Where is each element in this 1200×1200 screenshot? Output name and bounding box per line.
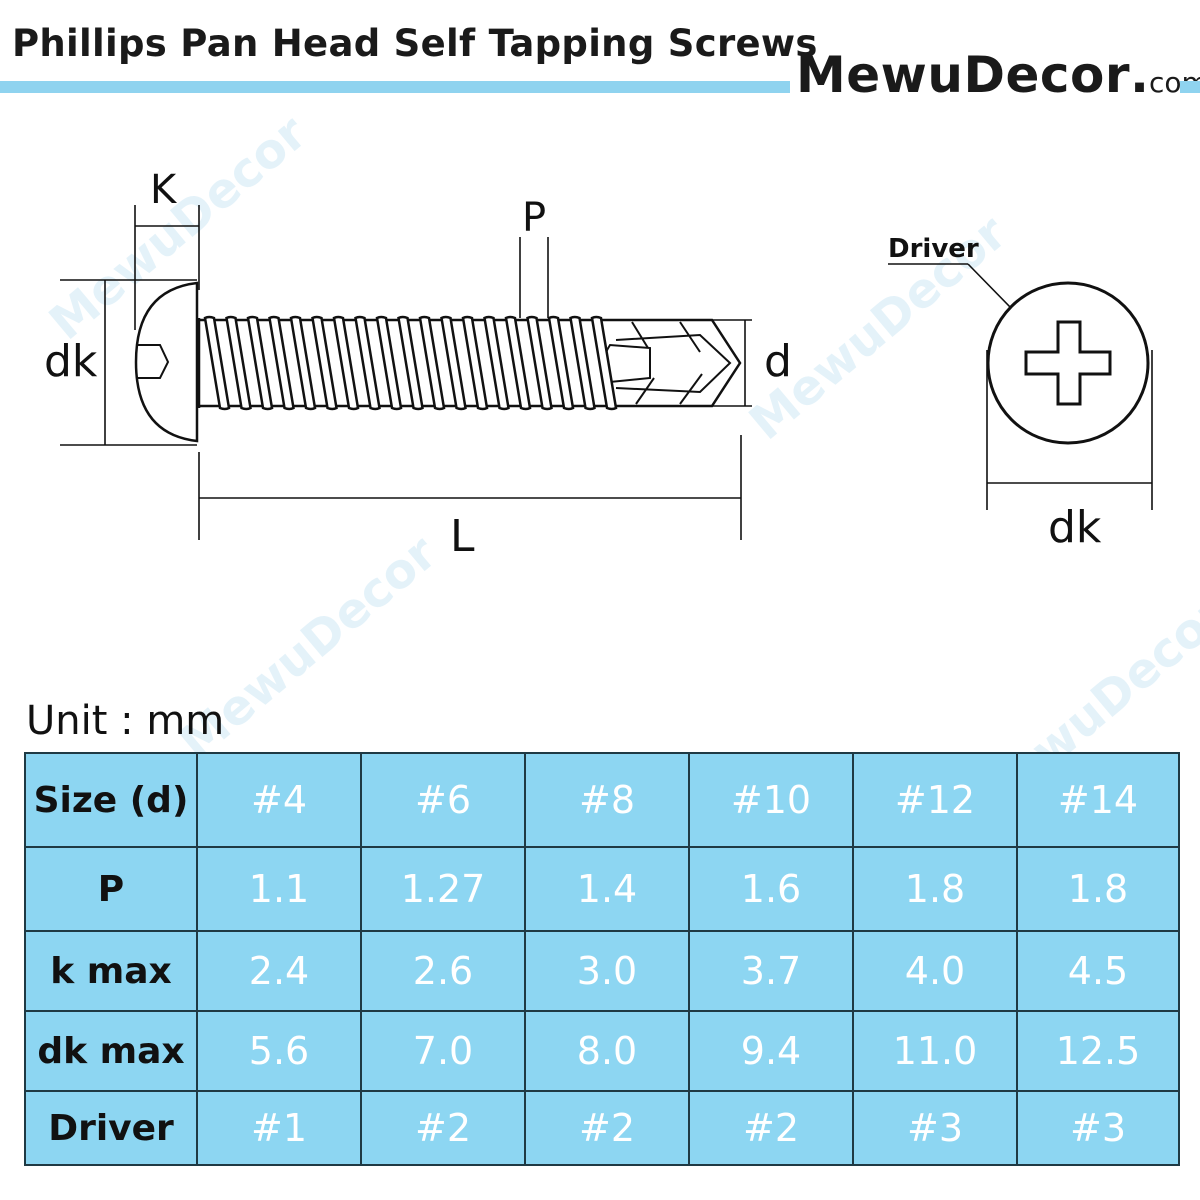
table-cell: #2 bbox=[688, 1090, 854, 1166]
thread-crest bbox=[418, 315, 446, 411]
row-header: k max bbox=[24, 930, 198, 1012]
title-underline bbox=[0, 81, 790, 93]
table-cell: #2 bbox=[360, 1090, 526, 1166]
thread-crest bbox=[332, 315, 360, 411]
table-cell: #14 bbox=[1016, 752, 1180, 848]
thread-crest bbox=[440, 315, 467, 411]
screw-threads bbox=[203, 315, 618, 411]
thread-crest bbox=[504, 315, 532, 411]
p-label: P bbox=[522, 195, 547, 241]
l-label: L bbox=[450, 511, 475, 562]
thread-crest bbox=[203, 315, 231, 411]
thread-crest bbox=[375, 315, 403, 411]
dk-side-label: dk bbox=[44, 336, 98, 387]
table-cell: 1.6 bbox=[688, 846, 854, 932]
table-cell: #2 bbox=[524, 1090, 690, 1166]
thread-crest bbox=[461, 315, 489, 411]
thread-crest bbox=[354, 315, 381, 411]
row-header: dk max bbox=[24, 1010, 198, 1092]
brand-logo: MewuDecor.com bbox=[796, 46, 1200, 104]
thread-crest bbox=[569, 315, 596, 411]
brand-dot: . bbox=[1130, 46, 1150, 104]
thread-crest bbox=[225, 315, 252, 411]
table-cell: 3.7 bbox=[688, 930, 854, 1012]
thread-crest bbox=[246, 315, 274, 411]
thread-crest bbox=[526, 315, 553, 411]
table-cell: #3 bbox=[1016, 1090, 1180, 1166]
table-cell: 7.0 bbox=[360, 1010, 526, 1092]
table-cell: 4.0 bbox=[852, 930, 1018, 1012]
table-cell: 2.4 bbox=[196, 930, 362, 1012]
drill-point bbox=[610, 318, 742, 408]
table-cell: #10 bbox=[688, 752, 854, 848]
brand-underline bbox=[1180, 81, 1200, 93]
table-cell: #3 bbox=[852, 1090, 1018, 1166]
head-recess bbox=[136, 344, 170, 379]
thread-crest bbox=[289, 315, 317, 411]
thread-crest bbox=[311, 315, 338, 411]
table-cell: 1.1 bbox=[196, 846, 362, 932]
row-header: Size (d) bbox=[24, 752, 198, 848]
thread-crest bbox=[397, 315, 424, 411]
thread-crest bbox=[268, 315, 295, 411]
table-cell: #4 bbox=[196, 752, 362, 848]
table-cell: 1.8 bbox=[1016, 846, 1180, 932]
screw-head bbox=[134, 281, 199, 443]
thread-crest bbox=[483, 315, 510, 411]
table-cell: 12.5 bbox=[1016, 1010, 1180, 1092]
table-row: Driver#1#2#2#2#3#3 bbox=[24, 1090, 1180, 1166]
table-cell: 8.0 bbox=[524, 1010, 690, 1092]
brand-name: MewuDecor bbox=[796, 46, 1131, 104]
row-header: Driver bbox=[24, 1090, 198, 1166]
table-cell: 2.6 bbox=[360, 930, 526, 1012]
table-cell: 3.0 bbox=[524, 930, 690, 1012]
table-cell: 1.4 bbox=[524, 846, 690, 932]
thread-crest bbox=[547, 315, 575, 411]
table-cell: #12 bbox=[852, 752, 1018, 848]
table-cell: 1.27 bbox=[360, 846, 526, 932]
unit-label: Unit : mm bbox=[26, 698, 225, 744]
dk-top-label: dk bbox=[1048, 502, 1102, 553]
table-cell: #1 bbox=[196, 1090, 362, 1166]
k-label: K bbox=[150, 167, 177, 213]
page-title: Phillips Pan Head Self Tapping Screws bbox=[12, 22, 818, 65]
phillips-cross-icon bbox=[1024, 320, 1112, 406]
driver-label: Driver bbox=[888, 234, 979, 264]
table-cell: 1.8 bbox=[852, 846, 1018, 932]
table-cell: #6 bbox=[360, 752, 526, 848]
table-row: Size (d)#4#6#8#10#12#14 bbox=[24, 752, 1180, 848]
table-cell: #8 bbox=[524, 752, 690, 848]
d-label: d bbox=[764, 336, 792, 387]
thread-crest bbox=[590, 315, 618, 411]
table-cell: 11.0 bbox=[852, 1010, 1018, 1092]
table-cell: 9.4 bbox=[688, 1010, 854, 1092]
table-cell: 4.5 bbox=[1016, 930, 1180, 1012]
row-header: P bbox=[24, 846, 198, 932]
table-cell: 5.6 bbox=[196, 1010, 362, 1092]
